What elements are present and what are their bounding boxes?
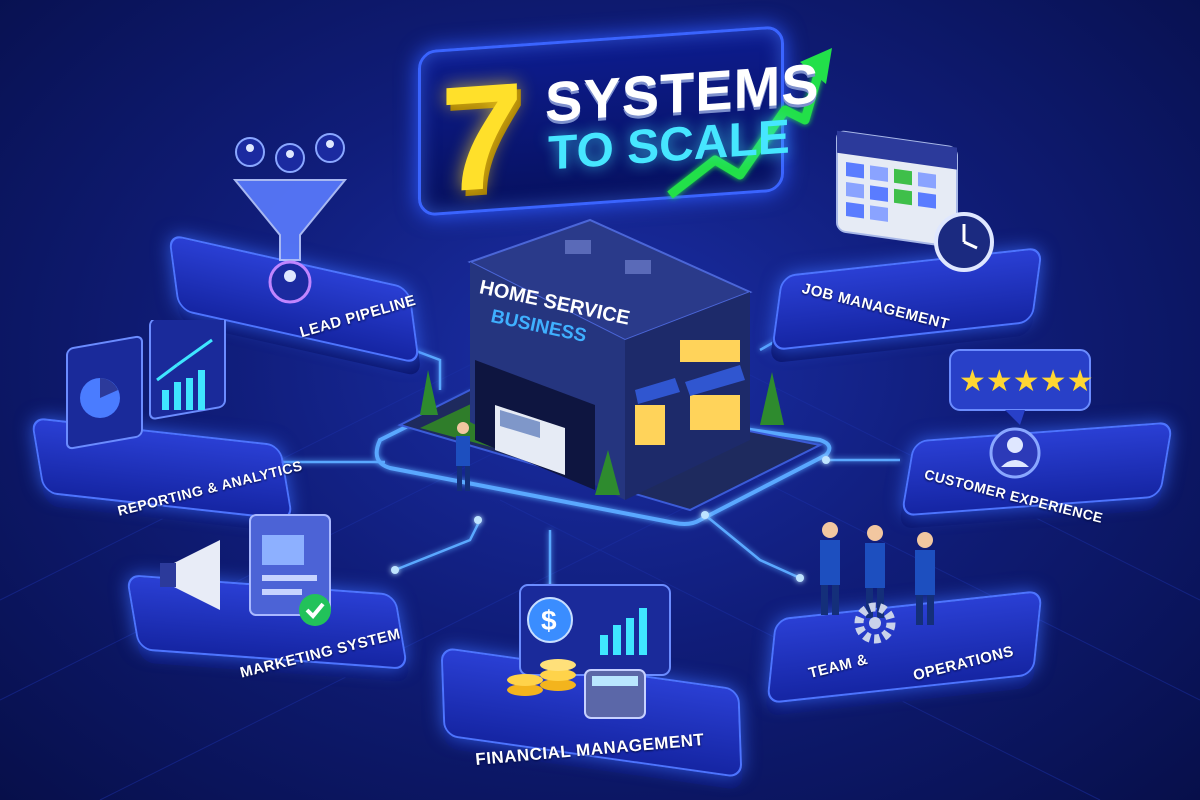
title-number: 7 [440,50,524,224]
calendar-clock-icon [836,130,994,272]
review-icon: ★★★★★ [949,349,1093,479]
finance-icon: $ [507,584,671,719]
team-gear-icon [820,522,935,644]
funnel-icon [232,133,348,304]
building-icon [397,218,824,512]
five-star-rating-icon: ★★★★★ [959,364,1093,399]
connector-team [704,514,801,580]
connector-marketing [394,519,482,572]
analytics-dashboard-icon [66,320,226,450]
marketing-icon [160,514,331,626]
growth-arrow-icon [667,48,832,199]
dollar-icon: $ [541,605,557,636]
